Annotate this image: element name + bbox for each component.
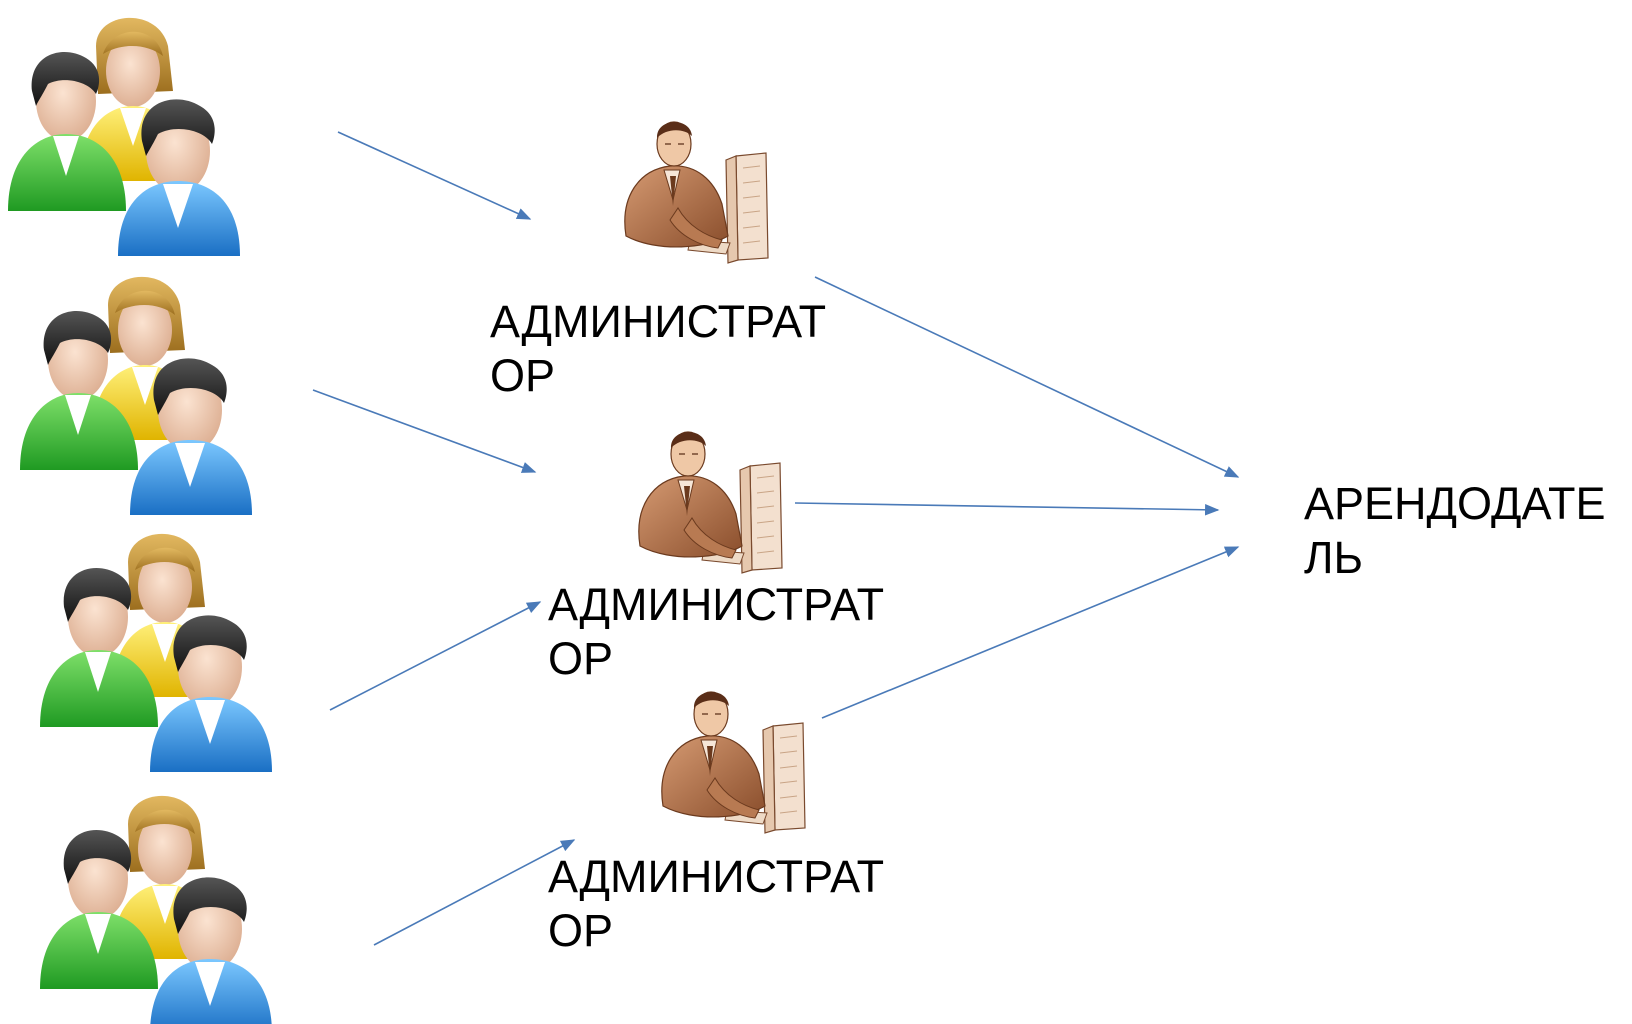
arrow-group3-to-admin2: [329, 601, 542, 711]
administrator-label-1: АДМИНИСТРАТ ОР: [490, 295, 826, 403]
administrator-label-3-line1: АДМИНИСТРАТ: [548, 851, 885, 902]
arrow-admin1-to-landlord: [814, 276, 1240, 478]
administrator-label-1-line1: АДМИНИСТРАТ: [490, 296, 827, 347]
administrator-icon-1: [624, 121, 769, 264]
landlord-label-line2: ЛЬ: [1304, 532, 1364, 583]
administrator-label-2-line2: ОР: [548, 633, 614, 684]
user-group-icon-3: [40, 533, 272, 772]
user-group-icon-4: [40, 795, 272, 1024]
administrator-label-3: АДМИНИСТРАТ ОР: [548, 850, 884, 958]
administrator-label-2-line1: АДМИНИСТРАТ: [548, 579, 885, 630]
arrow-admin3-to-landlord: [821, 546, 1240, 719]
landlord-label: АРЕНДОДАТЕ ЛЬ: [1304, 477, 1606, 585]
arrow-group2-to-admin2: [312, 389, 537, 473]
landlord-label-line1: АРЕНДОДАТЕ: [1304, 478, 1606, 529]
administrator-label-2: АДМИНИСТРАТ ОР: [548, 578, 884, 686]
administrator-label-3-line2: ОР: [548, 905, 614, 956]
user-group-icon-2: [20, 276, 252, 515]
arrow-group4-to-admin3: [373, 839, 576, 946]
administrator-icon-3: [661, 691, 806, 834]
arrow-group1-to-admin1: [337, 131, 532, 220]
arrow-admin2-to-landlord: [794, 502, 1220, 516]
administrator-icon-2: [638, 431, 783, 574]
administrator-label-1-line2: ОР: [490, 350, 556, 401]
user-group-icon-1: [8, 17, 240, 257]
